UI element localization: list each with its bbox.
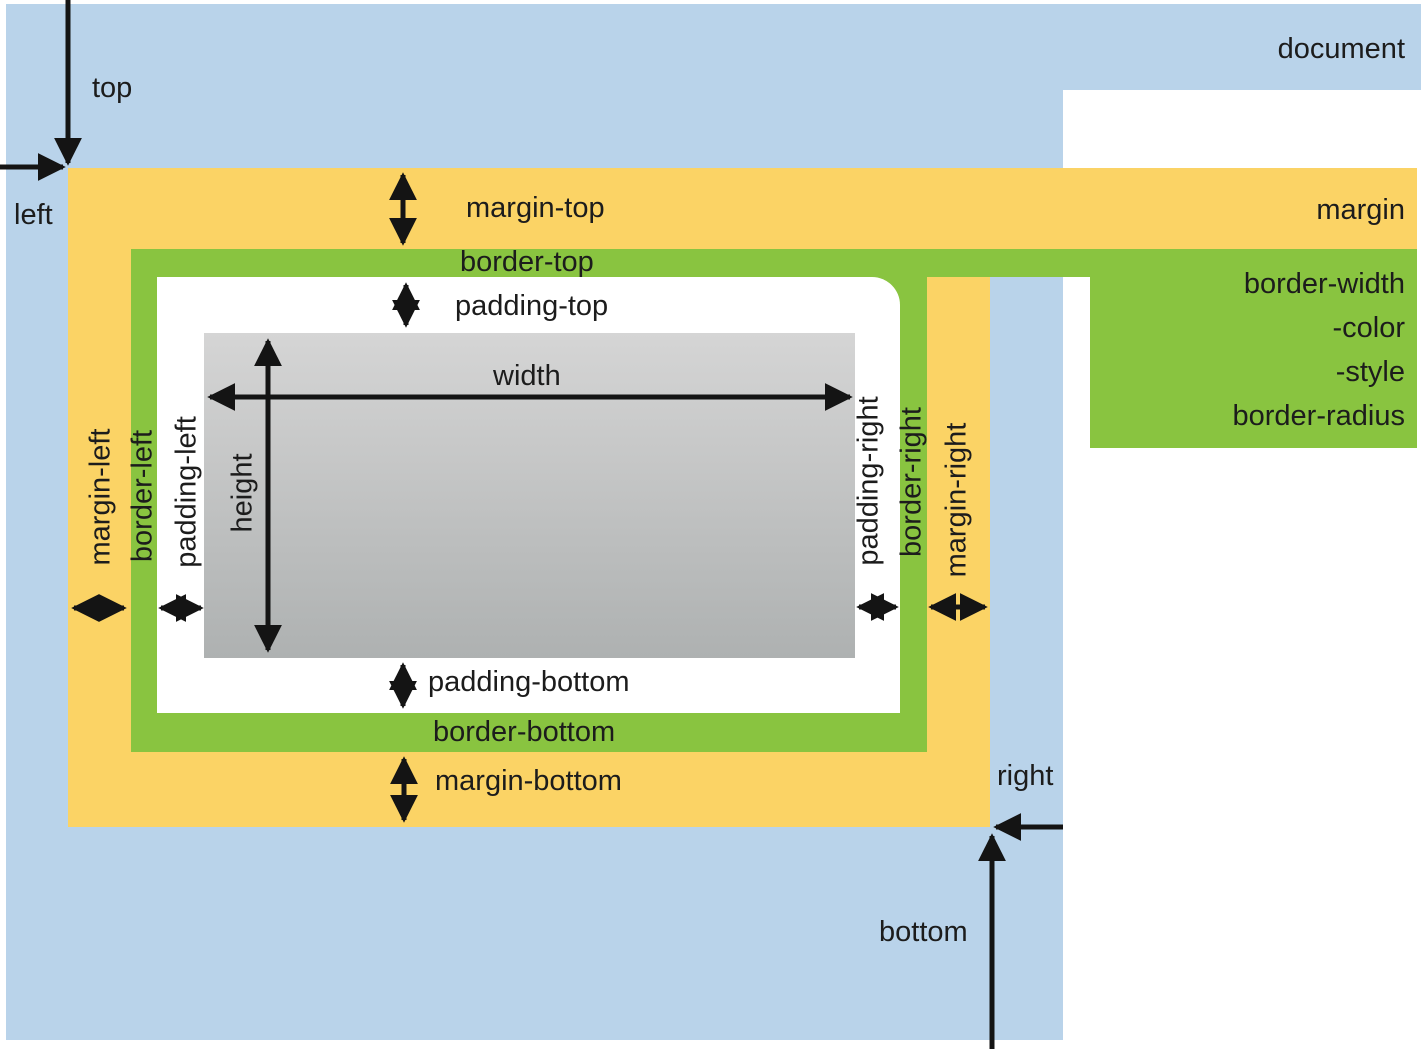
border-width-label: border-width xyxy=(1243,268,1405,300)
padding-left-label: padding-left xyxy=(170,416,203,568)
margin-bottom-label: margin-bottom xyxy=(435,765,622,797)
border-radius-label: border-radius xyxy=(1232,400,1405,432)
border-style-label: -style xyxy=(1335,356,1405,388)
border-bottom-label: border-bottom xyxy=(433,716,616,748)
top-label: top xyxy=(92,72,133,104)
margin-label: margin xyxy=(1316,194,1405,226)
document-label: document xyxy=(1277,33,1405,65)
border-left-label: border-left xyxy=(126,429,159,563)
border-color-label: -color xyxy=(1332,312,1405,344)
margin-top-label: margin-top xyxy=(466,192,605,224)
border-top-label: border-top xyxy=(460,246,594,278)
left-label: left xyxy=(14,199,53,231)
margin-left-label: margin-left xyxy=(84,428,117,566)
border-properties-panel xyxy=(1090,277,1417,448)
border-properties-labels: border-width -color -style border-radius xyxy=(1233,262,1405,438)
height-label: height xyxy=(226,453,259,533)
margin-right-label: margin-right xyxy=(940,422,973,578)
bottom-label: bottom xyxy=(879,916,968,948)
width-label: width xyxy=(493,360,561,392)
padding-bottom-label: padding-bottom xyxy=(428,666,630,698)
border-right-label: border-right xyxy=(895,407,928,557)
padding-right-label: padding-right xyxy=(852,396,885,566)
right-label: right xyxy=(997,760,1054,792)
document-top-band xyxy=(1063,4,1421,90)
padding-top-label: padding-top xyxy=(455,290,609,322)
